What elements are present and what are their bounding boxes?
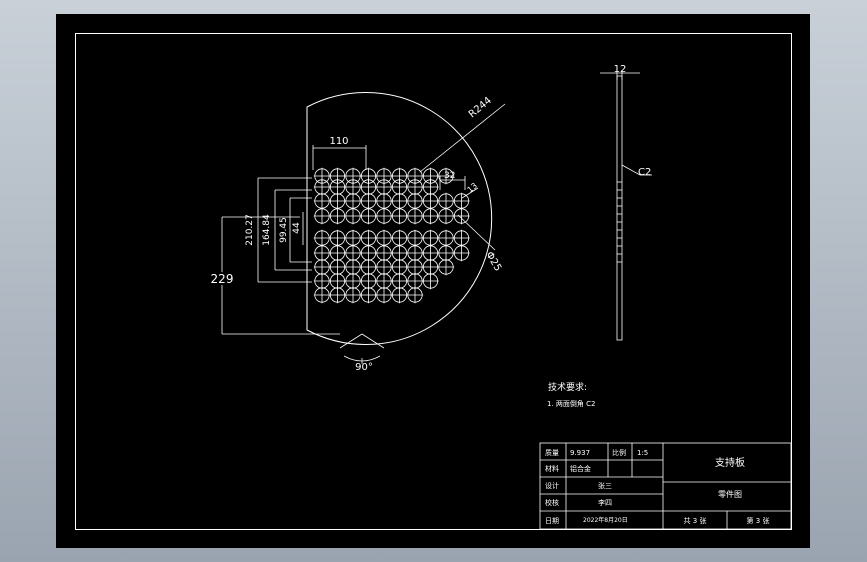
tb-sheet-no: 第 3 张 bbox=[747, 516, 770, 525]
drawing-border bbox=[75, 33, 792, 530]
dim-99-45: 99.45 bbox=[279, 217, 289, 243]
tb-scale-value: 1:5 bbox=[637, 449, 648, 457]
dim-phi25: Φ25 bbox=[483, 250, 503, 273]
tb-checker-label: 校核 bbox=[545, 498, 559, 507]
tb-designer-value: 张三 bbox=[598, 481, 612, 490]
tb-sheets-total: 共 3 张 bbox=[684, 516, 707, 525]
tb-drawing-type: 零件图 bbox=[718, 489, 742, 499]
tb-checker-value: 李四 bbox=[598, 498, 612, 507]
title-block bbox=[539, 442, 792, 530]
cad-drawing: 110 R244 32 13 210.27 164.84 99.45 44 22… bbox=[75, 33, 792, 530]
tb-date-label: 日期 bbox=[545, 517, 559, 525]
dim-229: 229 bbox=[211, 272, 234, 286]
dimension-lines bbox=[221, 103, 506, 364]
dim-13: 13 bbox=[466, 181, 480, 194]
hole-pattern bbox=[313, 167, 470, 304]
tb-scale-label: 比例 bbox=[612, 448, 626, 457]
tb-part-name: 支持板 bbox=[715, 456, 745, 469]
tb-material-value: 铝合金 bbox=[570, 464, 591, 473]
dim-chamfer-c2: C2 bbox=[638, 167, 651, 178]
dim-210-27: 210.27 bbox=[245, 214, 255, 246]
dim-164-84: 164.84 bbox=[262, 214, 272, 246]
tb-mass-label: 质量 bbox=[545, 448, 559, 457]
notes-item-1: 1. 两面倒角 C2 bbox=[547, 399, 595, 408]
dim-90-deg: 90° bbox=[355, 362, 373, 373]
tb-mass-value: 9.937 bbox=[570, 449, 590, 457]
dim-32: 32 bbox=[444, 171, 455, 181]
notes-title: 技术要求: bbox=[548, 381, 587, 393]
dim-110: 110 bbox=[329, 136, 348, 147]
tb-date-value: 2022年8月20日 bbox=[583, 516, 628, 524]
tb-material-label: 材料 bbox=[545, 464, 559, 473]
dim-44: 44 bbox=[292, 222, 302, 234]
cad-viewport[interactable]: 110 R244 32 13 210.27 164.84 99.45 44 22… bbox=[56, 14, 810, 548]
side-view bbox=[600, 70, 652, 341]
dim-thickness-12: 12 bbox=[614, 64, 627, 75]
tb-designer-label: 设计 bbox=[545, 481, 559, 490]
